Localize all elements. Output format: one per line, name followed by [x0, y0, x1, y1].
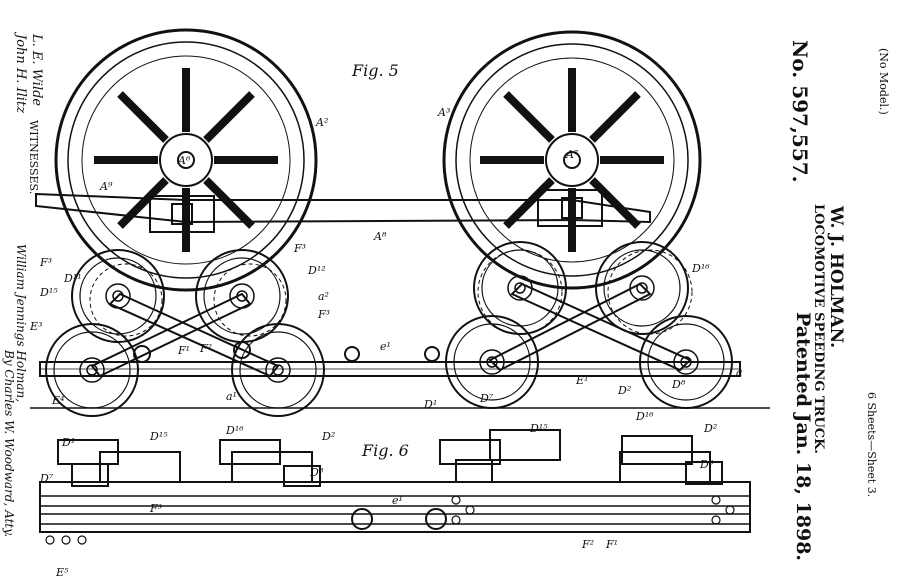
- label-D12: D¹²: [307, 264, 326, 277]
- label-a: a: [736, 366, 743, 379]
- fig6-plan-view: [39, 429, 751, 545]
- label-D7-f6: D⁷: [39, 472, 54, 485]
- truck-frame: [39, 341, 741, 377]
- label-a2: a²: [318, 290, 329, 303]
- inventor-signature: William Jennings Holman,: [14, 244, 28, 403]
- driving-wheel-left: [54, 28, 318, 292]
- label-D15-f6: D¹⁵: [149, 430, 168, 443]
- label-D1: D¹: [423, 398, 437, 411]
- label-D2: D²: [617, 384, 631, 397]
- patent-number: No. 597,557.: [788, 40, 812, 183]
- inventor-name: W. J. HOLMAN.: [826, 206, 846, 349]
- label-D1-f6: D¹: [61, 436, 75, 449]
- label-D16-f6: D¹⁶: [225, 424, 244, 437]
- label-E5-f6: E⁵: [55, 566, 69, 579]
- label-D11: D¹¹: [63, 272, 82, 285]
- truck-wheels-fig5: [45, 241, 733, 417]
- label-A6: A⁶: [177, 154, 191, 167]
- label-D16-f6b: D¹⁶: [635, 410, 654, 423]
- witnesses-label: WITNESSES.: [27, 120, 40, 195]
- label-D15: D¹⁵: [39, 286, 58, 299]
- label-E4: E⁴: [51, 394, 64, 407]
- label-A7: A⁷: [565, 148, 579, 161]
- label-E3: E³: [29, 320, 42, 333]
- label-D8: D⁸: [671, 378, 686, 391]
- label-D16: D¹⁶: [691, 262, 710, 275]
- label-A8: A⁸: [373, 230, 387, 243]
- driving-wheel-right: [442, 30, 702, 290]
- label-F3-b: F³: [293, 242, 306, 255]
- label-F1-f6: F¹: [605, 538, 618, 551]
- label-A9: A⁹: [99, 180, 113, 193]
- label-D7: D⁷: [479, 392, 494, 405]
- label-a1: a¹: [226, 390, 237, 403]
- label-A2: A²: [315, 116, 328, 129]
- label-F3-f6: F³: [149, 502, 162, 515]
- model-note: (No Model.): [877, 48, 890, 115]
- label-D15-f6b: D¹⁵: [529, 422, 548, 435]
- witness-signature-1: L. E. Wilde: [29, 34, 44, 107]
- label-F2: F²: [199, 342, 212, 355]
- label-E1: E¹: [575, 374, 588, 387]
- sheets-note: 6 Sheets—Sheet 3.: [865, 392, 878, 498]
- label-F3-c: F³: [317, 308, 330, 321]
- label-A3: A³: [437, 106, 450, 119]
- label-D2-f6b: D²: [703, 422, 717, 435]
- label-D8-f6: D⁸: [309, 466, 324, 479]
- reference-labels: A² A³ A⁶ A⁷ A⁸ A⁹ F³ F³ F³ E³ F¹ F² e¹ E…: [29, 106, 743, 579]
- label-e1-f6: e¹: [392, 494, 403, 507]
- label-F2-f6: F²: [581, 538, 594, 551]
- label-D8-f6b: D⁸: [699, 458, 714, 471]
- side-rod: [35, 189, 651, 233]
- label-D2-f6: D²: [321, 430, 335, 443]
- fig6-title: Fig. 6: [361, 441, 409, 460]
- witness-signature-2: John H. Ilitz: [13, 34, 28, 114]
- fig5-title: Fig. 5: [351, 61, 399, 80]
- label-e1: e¹: [380, 340, 391, 353]
- label-F3-a: F³: [39, 256, 52, 269]
- patented-date: Patented Jan. 18, 1898.: [792, 312, 814, 562]
- attorney-signature: By Charles W. Woodward, Atty.: [2, 350, 16, 538]
- label-F1: F¹: [177, 344, 190, 357]
